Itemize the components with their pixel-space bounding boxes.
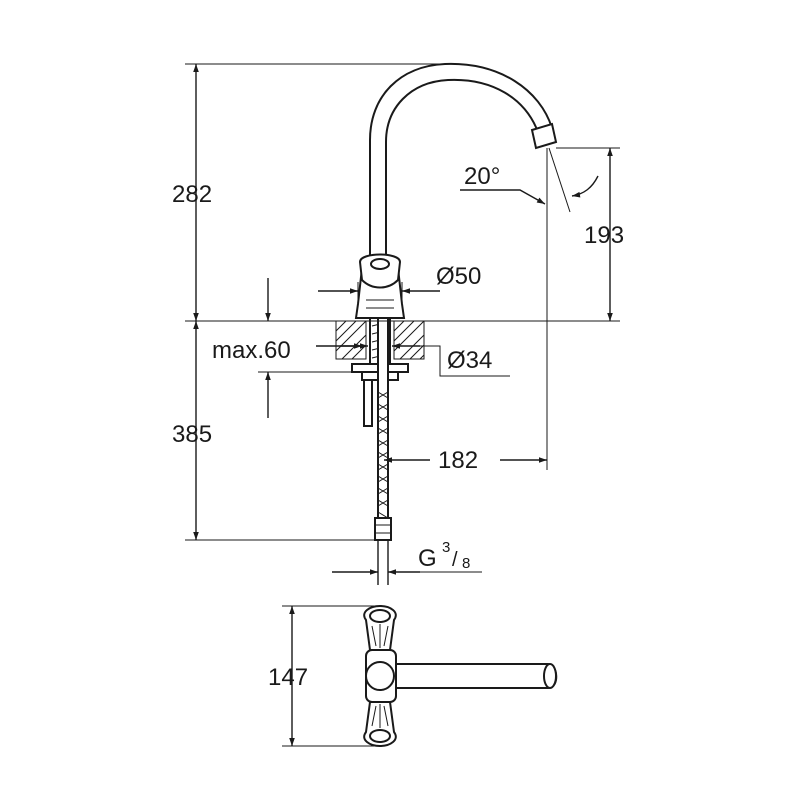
top-spout-tip xyxy=(543,663,557,689)
stud-left xyxy=(363,379,373,427)
handle-cap xyxy=(370,258,390,270)
fixing-assembly xyxy=(351,317,409,585)
spout-aerator xyxy=(530,122,558,150)
top-handle-upper-ribs xyxy=(371,624,389,648)
label-193: 193 xyxy=(584,222,624,249)
dimension-lines xyxy=(185,63,620,575)
label-147: 147 xyxy=(268,664,308,691)
connection-nut xyxy=(374,517,392,541)
label-385: 385 xyxy=(172,421,212,448)
top-handle-lower-ribs xyxy=(371,704,389,728)
spout-gooseneck xyxy=(369,62,554,263)
label-20-degrees: 20° xyxy=(464,163,500,190)
label-thread-g: G xyxy=(418,545,437,572)
top-body-ring xyxy=(365,661,395,691)
faucet-front-view xyxy=(354,62,558,319)
label-diameter-34: Ø34 xyxy=(447,347,492,374)
nut-lines xyxy=(375,524,391,534)
label-thread-slash: / xyxy=(452,549,458,571)
faucet-top-view xyxy=(282,604,558,748)
dim-34-leader xyxy=(420,345,510,377)
label-thread-denominator: 8 xyxy=(462,555,470,572)
supply-hose xyxy=(377,317,389,519)
label-diameter-50: Ø50 xyxy=(436,263,481,290)
dimension-labels: 282 193 20° Ø50 max.60 Ø34 385 182 G 3 /… xyxy=(172,163,624,691)
label-thread-numerator: 3 xyxy=(442,539,450,556)
top-handle-upper-cap xyxy=(369,609,391,623)
hose-braid xyxy=(377,391,389,519)
spout-collar xyxy=(366,299,394,309)
angle-ray xyxy=(548,147,571,213)
angle-leader xyxy=(460,189,546,205)
angle-arc xyxy=(571,175,599,198)
label-max-60: max.60 xyxy=(212,337,291,364)
top-handle-lower-cap xyxy=(369,729,391,743)
label-182: 182 xyxy=(438,447,478,474)
label-282: 282 xyxy=(172,181,212,208)
faucet-handle xyxy=(358,253,402,289)
top-spout-arm xyxy=(381,663,558,689)
